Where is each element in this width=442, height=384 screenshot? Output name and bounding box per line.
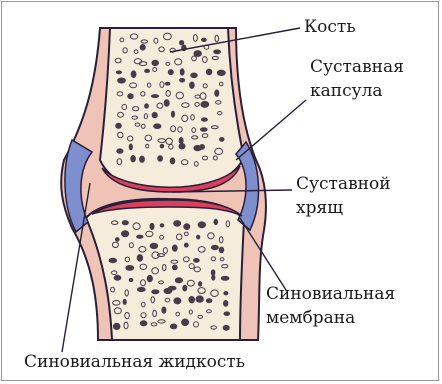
pore: [180, 78, 185, 82]
pore: [128, 94, 133, 99]
pore: [129, 144, 132, 150]
pore: [220, 138, 224, 142]
pore: [126, 266, 134, 271]
pore: [182, 319, 189, 326]
pore: [150, 243, 158, 248]
pore: [217, 70, 225, 75]
pore: [172, 245, 177, 251]
pore: [170, 324, 176, 329]
pore: [224, 292, 228, 295]
pore: [201, 128, 208, 132]
pore: [140, 45, 145, 51]
pore: [194, 259, 200, 263]
label-bone: Кость: [304, 16, 356, 38]
pore: [198, 222, 205, 228]
pore: [165, 82, 170, 85]
pore: [137, 255, 142, 262]
pore: [206, 299, 212, 303]
pore: [160, 144, 163, 148]
pore: [140, 156, 145, 162]
pore: [196, 296, 203, 302]
pore: [199, 282, 202, 287]
pore: [131, 156, 136, 162]
pore: [221, 276, 229, 280]
pore: [202, 38, 207, 41]
pore: [175, 278, 182, 283]
pore: [180, 41, 184, 45]
pore: [191, 73, 197, 78]
pore: [170, 158, 175, 164]
label-cartilage-line2: хрящ: [296, 197, 343, 219]
pore: [152, 290, 159, 294]
pore: [194, 51, 201, 57]
pore: [197, 235, 200, 239]
pore: [190, 82, 195, 88]
pore: [215, 90, 219, 96]
label-fluid: Синовиальная жидкость: [24, 351, 245, 373]
pore: [174, 298, 181, 304]
pore: [201, 118, 207, 121]
pore: [113, 323, 120, 329]
pore: [145, 104, 149, 108]
pore: [171, 111, 174, 117]
label-capsule-line2: капсула: [310, 80, 383, 102]
pore: [145, 69, 150, 72]
pore: [164, 100, 169, 106]
pore: [201, 101, 209, 107]
pore: [122, 221, 128, 225]
pore: [180, 69, 184, 75]
pore: [152, 112, 157, 117]
pore: [200, 145, 205, 150]
pore: [137, 235, 143, 238]
lower-bone: [86, 199, 244, 340]
pore: [184, 224, 190, 230]
pore: [168, 70, 173, 75]
pore: [211, 245, 218, 249]
pore: [183, 285, 187, 291]
pore: [131, 71, 136, 78]
pore: [116, 238, 120, 242]
label-capsule-line1: Суставная: [310, 56, 404, 78]
pore: [189, 297, 195, 303]
pore: [114, 275, 121, 280]
pore: [147, 275, 152, 281]
pore: [150, 223, 154, 229]
pore: [184, 243, 188, 247]
label-membrane-line1: Синовиальная: [266, 283, 395, 305]
pore: [160, 224, 164, 227]
pore: [224, 301, 228, 307]
pore: [137, 287, 145, 291]
pore: [152, 60, 159, 65]
pore: [122, 231, 129, 237]
pore: [158, 156, 163, 162]
pore: [206, 69, 212, 75]
pore: [223, 325, 229, 330]
pore: [212, 275, 215, 280]
pore: [116, 123, 122, 128]
label-cartilage-line1: Суставной: [296, 173, 391, 195]
pore: [172, 265, 177, 270]
pore: [179, 143, 185, 149]
pore: [154, 124, 161, 129]
pore: [214, 219, 218, 224]
pore: [151, 95, 158, 98]
pore: [214, 50, 221, 54]
pore: [219, 247, 224, 253]
pore: [140, 321, 147, 326]
pore: [179, 138, 183, 144]
pore: [129, 278, 133, 281]
pore: [168, 286, 176, 290]
pore: [118, 78, 126, 83]
pore: [109, 258, 117, 262]
pore: [123, 299, 126, 304]
pore: [116, 71, 121, 74]
pore: [224, 312, 230, 316]
label-membrane-line2: мембрана: [266, 307, 355, 329]
pore: [162, 307, 166, 313]
pore: [174, 221, 181, 227]
pore: [117, 149, 123, 153]
